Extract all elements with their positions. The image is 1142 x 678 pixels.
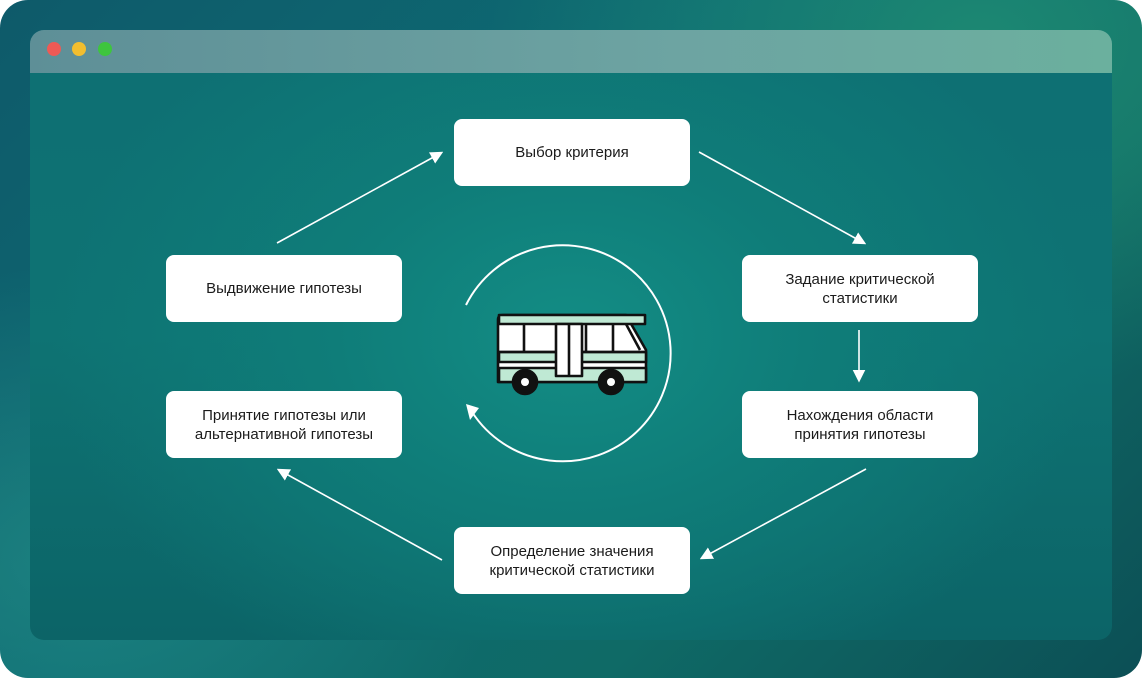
step-critical-statistic: Задание критической статистики bbox=[742, 255, 978, 322]
step-statistic-value: Определение значения критической статист… bbox=[454, 527, 690, 594]
cycle-arrow-icon bbox=[465, 244, 672, 463]
close-button[interactable] bbox=[47, 42, 61, 56]
maximize-button[interactable] bbox=[98, 42, 112, 56]
arrow-region-to-value bbox=[699, 468, 867, 560]
step-acceptance-region: Нахождения области принятия гипотезы bbox=[742, 391, 978, 458]
arrow-value-to-accept bbox=[276, 468, 443, 561]
arrow-criterion-to-statistic bbox=[698, 151, 867, 245]
window-titlebar bbox=[30, 30, 1112, 73]
step-criterion: Выбор критерия bbox=[454, 119, 690, 186]
arrow-hypothesis-to-criterion bbox=[276, 151, 444, 244]
step-put-forward-hypothesis: Выдвижение гипотезы bbox=[166, 255, 402, 322]
bus-icon bbox=[496, 313, 648, 396]
minimize-button[interactable] bbox=[72, 42, 86, 56]
step-accept-hypothesis: Принятие гипотезы или альтернативной гип… bbox=[166, 391, 402, 458]
